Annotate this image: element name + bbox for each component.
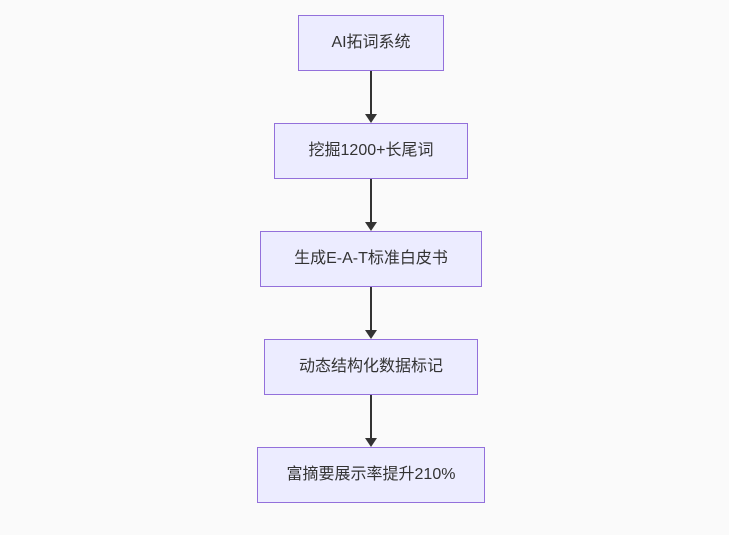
arrow-down-icon xyxy=(365,330,377,339)
flow-node-structured-data-markup: 动态结构化数据标记 xyxy=(264,339,478,395)
flow-node-rich-snippet-result: 富摘要展示率提升210% xyxy=(257,447,485,503)
arrow-line xyxy=(370,287,372,332)
arrow-line xyxy=(370,179,372,224)
flow-node-longtail-mining: 挖掘1200+长尾词 xyxy=(274,123,468,179)
flow-edge-3 xyxy=(365,287,377,339)
flow-edge-2 xyxy=(365,179,377,231)
arrow-line xyxy=(370,71,372,116)
flow-node-eat-whitepaper: 生成E-A-T标准白皮书 xyxy=(260,231,482,287)
flow-node-label: 生成E-A-T标准白皮书 xyxy=(294,250,448,268)
arrow-down-icon xyxy=(365,222,377,231)
flow-node-label: 动态结构化数据标记 xyxy=(298,358,443,376)
flow-node-label: 挖掘1200+长尾词 xyxy=(308,142,434,160)
arrow-down-icon xyxy=(365,438,377,447)
flow-node-label: AI拓词系统 xyxy=(331,34,411,52)
flow-node-ai-keyword-system: AI拓词系统 xyxy=(298,15,444,71)
flow-node-label: 富摘要展示率提升210% xyxy=(286,466,456,484)
flow-edge-1 xyxy=(365,71,377,123)
flow-edge-4 xyxy=(365,395,377,447)
arrow-line xyxy=(370,395,372,440)
arrow-down-icon xyxy=(365,114,377,123)
